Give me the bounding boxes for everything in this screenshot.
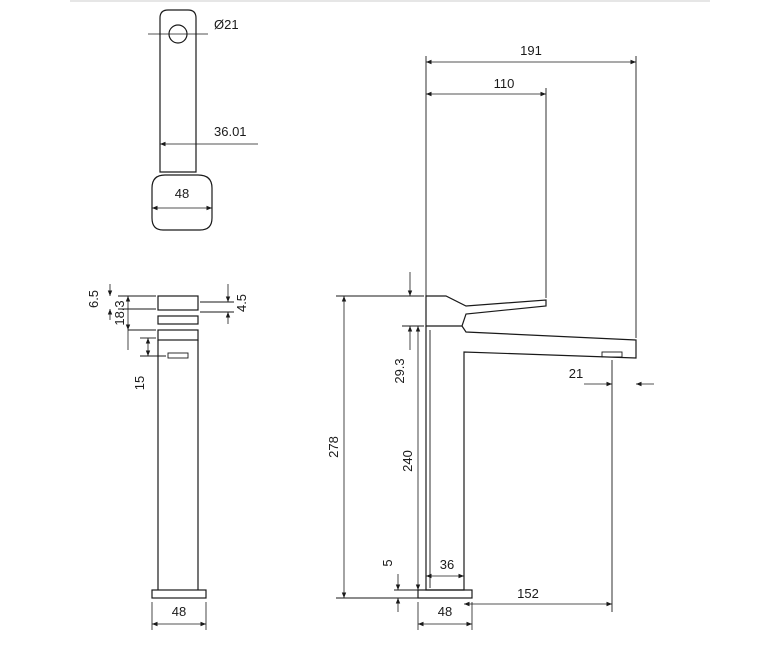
dim-6-5-label: 6.5 — [86, 290, 101, 308]
base-thickness-label: 5 — [380, 559, 395, 566]
dim-4-5-label: 4.5 — [234, 294, 249, 312]
diameter-label: Ø21 — [214, 17, 239, 32]
side-base-plate — [151, 589, 207, 599]
body-width-label: 36 — [440, 557, 454, 572]
total-height-label: 278 — [326, 436, 341, 458]
lever-length-label: 110 — [494, 76, 515, 91]
dim-18-3-label: 18.3 — [112, 300, 127, 325]
spout-aerator — [601, 351, 623, 358]
top-width-label: 48 — [175, 186, 189, 201]
front-view: 191 110 278 29.3 240 5 21 36 152 48 — [326, 43, 654, 630]
side-outlet — [167, 352, 189, 359]
front-body-spout-outline — [425, 325, 637, 591]
top-view-body-outline — [151, 174, 213, 231]
top-view-lever-outline — [159, 9, 197, 173]
spout-reach-label: 152 — [517, 586, 539, 601]
side-collar — [157, 329, 199, 341]
lever-to-spout-label: 29.3 — [392, 358, 407, 383]
front-base-plate — [417, 589, 473, 599]
top-view: Ø21 36.01 48 — [148, 9, 258, 231]
side-lever-ring — [157, 315, 199, 325]
total-reach-label: 191 — [520, 43, 542, 58]
spout-tip-label: 21 — [569, 366, 583, 381]
length-label: 36.01 — [214, 124, 247, 139]
front-lever-outline — [425, 295, 547, 327]
side-base-width-label: 48 — [172, 604, 186, 619]
body-height-label: 240 — [400, 450, 415, 472]
dim-15-label: 15 — [132, 376, 147, 390]
side-lever-block — [157, 295, 199, 311]
front-base-width-label: 48 — [438, 604, 452, 619]
side-view: 6.5 18.3 15 4.5 48 — [86, 284, 249, 630]
